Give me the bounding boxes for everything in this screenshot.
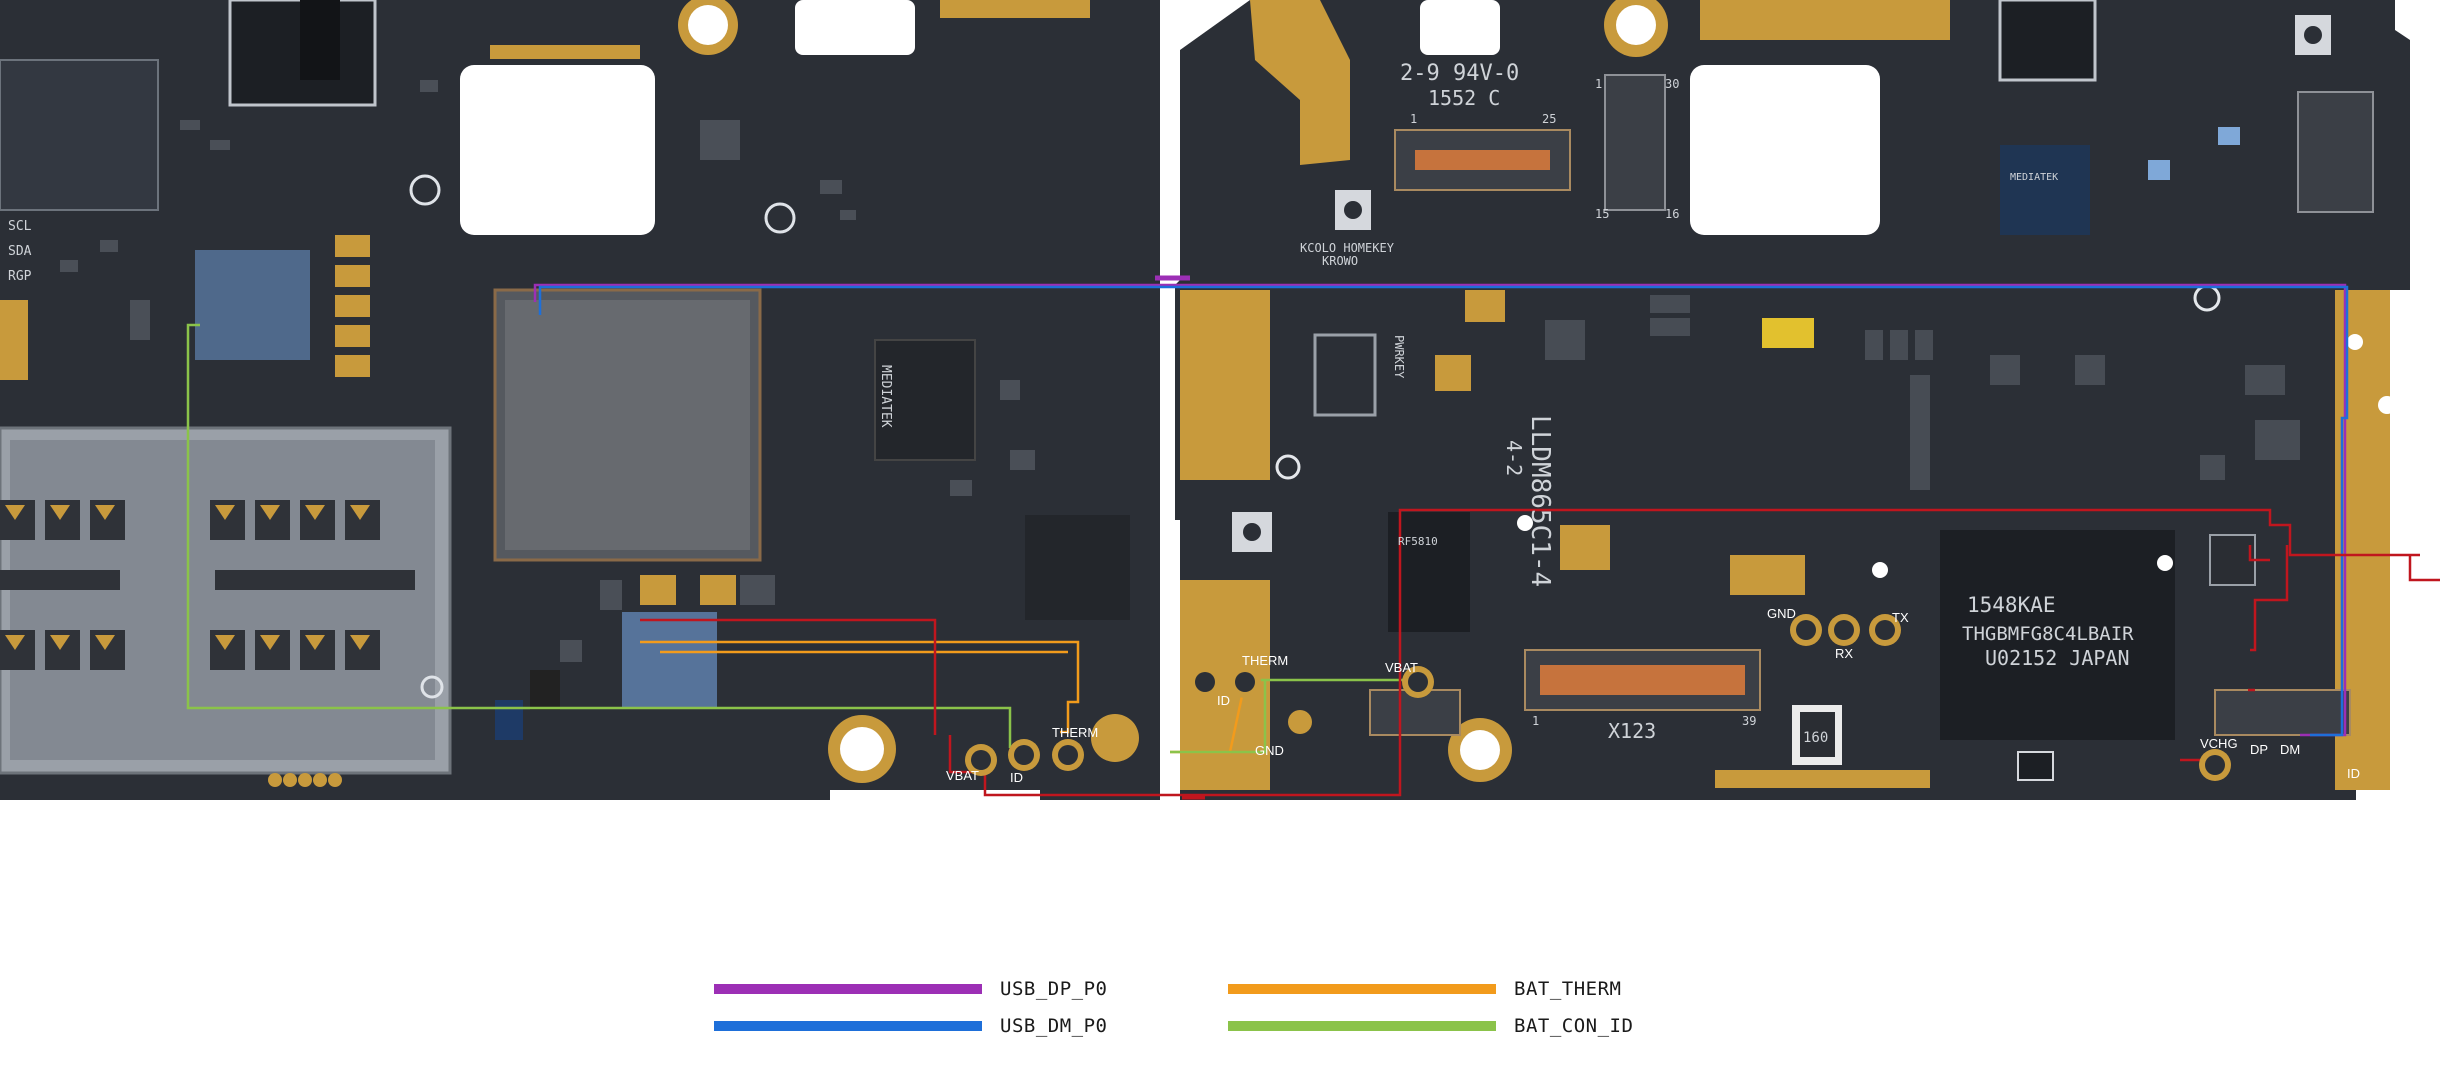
legend-item-bat-therm: BAT_THERM [1228,975,1621,1003]
legend-label-usb-dp: USB_DP_P0 [1000,978,1108,1000]
traces [186,275,2440,800]
pad-label-uart-tx: TX [1892,610,1909,625]
x123-pin-1: 1 [1532,714,1539,728]
legend-label-bat-therm: BAT_THERM [1514,978,1622,1000]
legend-swatch-bat-therm [1228,984,1496,994]
conn2-pin-1: 1 [1595,77,1602,91]
pad-labels: VBAT ID THERM THERM ID VBAT GND GND RX T… [946,606,2360,785]
pad-label-dp: DP [2250,742,2268,757]
rating-label: 2-9 94V-0 [1400,61,1519,86]
left-board [0,0,1160,800]
trace-bat-con-id [186,323,1420,754]
pad-label-uart-rx: RX [1835,646,1853,661]
mark-scl: SCL [8,219,32,234]
conn1-pin-25: 25 [1542,112,1556,126]
trace-usb-dm [538,285,2349,737]
date-code-label: 1552 C [1428,86,1500,110]
nand-line-3: U02152 JAPAN [1985,646,2130,670]
legend-item-bat-con-id: BAT_CON_ID [1228,1012,1633,1040]
mark-rgp: RGP [8,269,32,284]
legend-item-usb-dp: USB_DP_P0 [714,975,1107,1003]
pad-label-left-therm: THERM [1052,725,1098,740]
board-id-label: LLDM865C1-4 [1525,415,1555,587]
pad-label-mid-gnd: GND [1255,743,1284,758]
mark-sda: SDA [8,244,32,259]
conn2-pin-15: 15 [1595,207,1609,221]
conn1-pin-1: 1 [1410,112,1417,126]
ic-marking: RF5810 [1398,535,1438,548]
legend-item-usb-dm: USB_DM_P0 [714,1012,1107,1040]
legend-swatch-usb-dm [714,1021,982,1031]
mt-chip-label: MEDIATEK [2010,172,2058,183]
pad-label-vchg: VCHG [2200,736,2238,751]
pad-label-dm: DM [2280,742,2300,757]
pcb-diagram: SCL SDA RGP MEDIATEK 2-9 94V-0 1552 C KC… [0,0,2440,800]
pad-label-mid-vbat: VBAT [1385,660,1418,675]
legend-swatch-bat-con-id [1228,1021,1496,1031]
trace-red [640,508,2440,797]
legend-label-usb-dm: USB_DM_P0 [1000,1015,1108,1037]
legend-swatch-usb-dp [714,984,982,994]
pad-label-id: ID [2347,766,2360,781]
pad-label-mid-id: ID [1217,693,1230,708]
coil-label: 160 [1803,730,1828,746]
conn2-pin-16: 16 [1665,207,1679,221]
pad-label-left-id: ID [1010,770,1023,785]
board-text: SCL SDA RGP MEDIATEK 2-9 94V-0 1552 C KC… [8,61,2134,746]
connector-x123-label: X123 [1608,719,1656,743]
x123-pin-39: 39 [1742,714,1756,728]
pad-label-mid-therm: THERM [1242,653,1288,668]
pad-label-uart-gnd: GND [1767,606,1796,621]
board-rev-label: 4-2 [1502,440,1526,476]
pad-label-left-vbat: VBAT [946,768,979,783]
conn2-pin-30: 30 [1665,77,1679,91]
keys2-label: KROWO [1322,254,1358,268]
legend: USB_DP_P0 USB_DM_P0 BAT_THERM BAT_CON_ID [714,975,1634,1037]
nand-line-2: THGBMFG8C4LBAIR [1962,623,2134,645]
legend-label-bat-con-id: BAT_CON_ID [1514,1015,1634,1037]
pwrkey-label: PWRKEY [1392,335,1406,379]
left-chip-label: MEDIATEK [878,365,893,428]
right-board [1175,0,2410,800]
nand-line-1: 1548KAE [1967,593,2056,617]
test-pads [965,614,2231,781]
keys-label: KCOLO HOMEKEY [1300,241,1395,255]
